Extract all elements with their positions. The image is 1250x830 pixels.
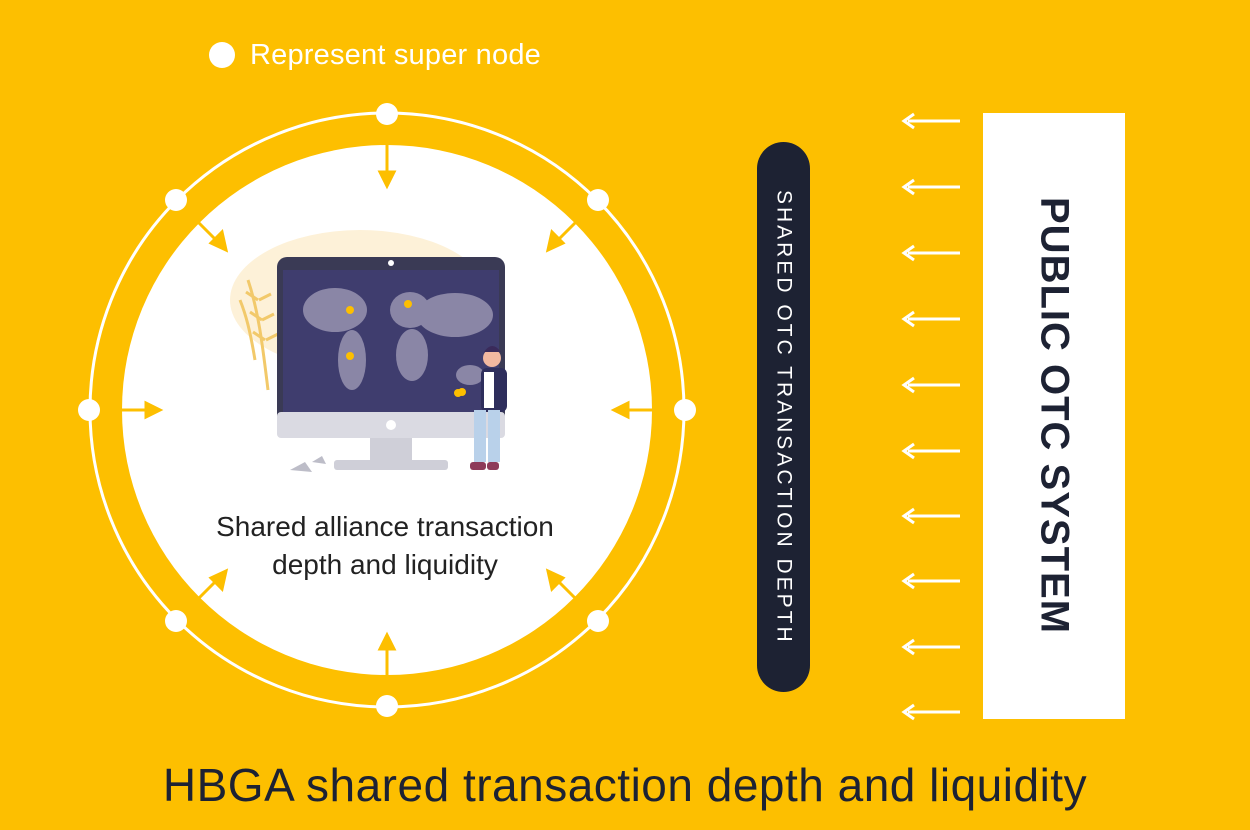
left-arrow-icon [901,178,960,196]
monitor-illustration-icon [277,257,505,470]
flow-arrows [901,112,960,721]
hub-caption-line2: depth and liquidity [272,549,498,580]
rocks-icon [290,456,326,472]
super-node-dot-icon [587,610,609,632]
monitor-screen [283,270,499,412]
super-node-dot-icon [376,695,398,717]
super-node-dot-icon [209,42,235,68]
left-arrow-icon [901,112,960,130]
shared-depth-pill [757,142,810,692]
super-node-dot-icon [165,610,187,632]
public-otc-system-label: PUBLIC OTC SYSTEM [1032,197,1077,635]
super-node-dot-icon [674,399,696,421]
wheat-plant-icon [238,279,279,391]
legend: Represent super node [209,38,541,72]
footer-title: HBGA shared transaction depth and liquid… [162,759,1088,811]
left-arrow-icon [901,703,960,721]
left-arrow-icon [901,310,960,328]
hub-caption-line1: Shared alliance transaction [216,511,554,542]
left-arrow-icon [901,376,960,394]
public-otc-system-box [983,113,1125,719]
legend-label: Represent super node [250,38,541,71]
left-arrow-icon [901,572,960,590]
hub-caption: Shared alliance transaction depth and li… [160,508,610,584]
left-arrow-icon [901,442,960,460]
shared-depth-label: SHARED OTC TRANSACTION DEPTH [772,189,796,645]
super-node-dot-icon [376,103,398,125]
left-arrow-icon [901,638,960,656]
person-figure-icon [454,346,507,470]
world-map-icon [303,288,493,390]
super-node-dot-icon [78,399,100,421]
left-arrow-icon [901,507,960,525]
super-node-dot-icon [165,189,187,211]
super-node-dot-icon [587,189,609,211]
super-nodes [78,103,696,717]
left-arrow-icon [901,244,960,262]
